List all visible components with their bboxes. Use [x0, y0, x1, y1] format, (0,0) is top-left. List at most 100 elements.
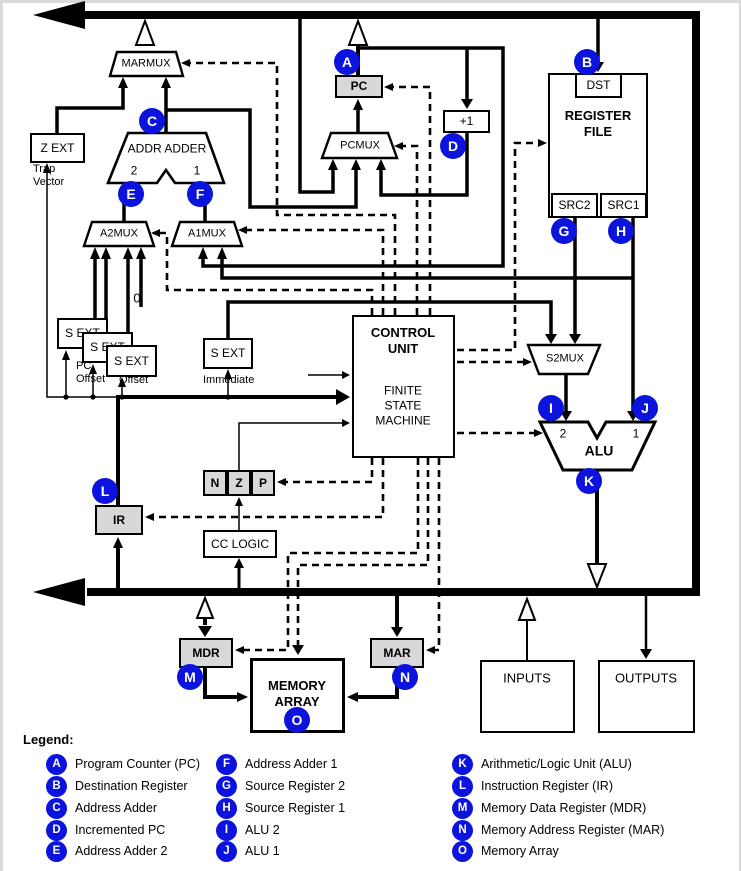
legend-text: Memory Data Register (MDR): [481, 801, 647, 815]
badge-b-dst: B: [574, 49, 600, 75]
badge-g-src2: G: [551, 218, 577, 244]
legend-badge: J: [216, 840, 237, 862]
legend-badge: M: [452, 797, 473, 819]
legend-item: B Destination Register: [46, 775, 188, 797]
legend-text: Source Register 1: [245, 801, 346, 815]
legend-item: M Memory Data Register (MDR): [452, 797, 646, 819]
badge-i-alu2: I: [538, 395, 564, 421]
memory-array-label: MEMORY ARRAY: [267, 678, 327, 709]
legend-badge: F: [216, 753, 237, 775]
a1mux-label: A1MUX: [188, 227, 226, 240]
legend-text: Memory Array: [481, 844, 559, 858]
legend-text: Address Adder: [75, 801, 157, 815]
n-flag-box: N: [203, 470, 227, 496]
pc-register-box: PC: [335, 75, 383, 98]
inputs-box: [480, 660, 575, 733]
marmux-label: MARMUX: [121, 57, 171, 70]
badge-c-addr-adder: C: [139, 108, 165, 134]
badge-h-src1: H: [608, 218, 634, 244]
page-edge-right: [739, 0, 741, 871]
alu-input1-label: 1: [632, 426, 640, 441]
badge-k-alu: K: [576, 468, 602, 494]
mar-register-box: MAR: [370, 638, 424, 668]
a2mux-label: A2MUX: [100, 227, 138, 240]
addr-adder-input1-label: 1: [193, 163, 201, 178]
legend-badge: G: [216, 775, 237, 797]
badge-m-mdr: M: [177, 664, 203, 690]
arrowheads: [43, 59, 652, 702]
legend-text: Address Adder 1: [245, 757, 338, 771]
legend-text: Instruction Register (IR): [481, 779, 613, 793]
plus1-label: +1: [459, 114, 474, 128]
inputs-label: INPUTS: [503, 670, 551, 686]
legend-text: Address Adder 2: [75, 844, 168, 858]
legend-item: J ALU 1: [216, 840, 280, 862]
outputs-label: OUTPUTS: [614, 670, 678, 686]
p-label: P: [258, 475, 267, 490]
alu-input2-label: 2: [559, 426, 567, 441]
incrementer-box: +1: [443, 110, 490, 133]
zext-box: Z EXT: [30, 133, 85, 163]
dst-label: DST: [586, 78, 611, 92]
z-flag-box: Z: [227, 470, 251, 496]
alu-shape: [537, 420, 658, 472]
pcmux-label: PCMUX: [340, 139, 380, 152]
system-bus: [85, 11, 700, 596]
n-label: N: [210, 475, 220, 490]
hollow-arrowheads: [134, 18, 608, 621]
src1-port-box: SRC1: [600, 193, 647, 218]
src1-label: SRC1: [607, 198, 640, 212]
immediate-label: Immediate: [203, 374, 255, 386]
sext-label: S EXT: [210, 346, 246, 360]
legend-badge: N: [452, 819, 473, 841]
pc-offset-label: PC Offset: [76, 360, 106, 385]
offset-label: Offset: [119, 374, 149, 386]
legend-text: Memory Address Register (MAR): [481, 823, 665, 837]
mar-label: MAR: [383, 645, 411, 660]
control-wires: [153, 61, 539, 652]
legend-badge: B: [46, 775, 67, 797]
legend-text: Incremented PC: [75, 823, 166, 837]
src2-port-box: SRC2: [551, 193, 598, 218]
z-label: Z: [235, 475, 243, 490]
pcmux-shape: [320, 131, 399, 160]
addr-adder-label: ADDR ADDER: [127, 141, 207, 156]
alu-label: ALU: [584, 442, 614, 459]
badge-l-ir: L: [92, 478, 118, 504]
junction-dots: [63, 394, 231, 400]
legend-item: F Address Adder 1: [216, 753, 337, 775]
badge-n-mar: N: [392, 664, 418, 690]
legend-text: ALU 1: [245, 844, 280, 858]
s2mux-label: S2MUX: [546, 352, 584, 365]
src2-label: SRC2: [558, 198, 591, 212]
legend-text: Destination Register: [75, 779, 188, 793]
badge-o-memory: O: [284, 707, 310, 733]
addr-adder-shape: [106, 131, 226, 185]
control-unit-box: [352, 315, 455, 458]
zext-label: Z EXT: [40, 140, 75, 155]
data-wires: [55, 19, 648, 699]
legend-item: C Address Adder: [46, 797, 157, 819]
bus-arrowheads: [33, 1, 85, 606]
legend-text: Program Counter (PC): [75, 757, 201, 771]
legend-badge: C: [46, 797, 67, 819]
fsm-label: FINITE STATE MACHINE: [375, 383, 431, 428]
mdr-register-box: MDR: [179, 638, 233, 668]
badge-f-addr-adder1: F: [187, 181, 213, 207]
badge-d-incremented-pc: D: [440, 133, 466, 159]
legend-text: Arithmetic/Logic Unit (ALU): [481, 757, 632, 771]
sext-imm-box: S EXT: [203, 338, 253, 369]
s2mux-shape: [526, 343, 602, 376]
legend-text: Source Register 2: [245, 779, 346, 793]
legend-badge: H: [216, 797, 237, 819]
sext-offset6-box: S EXT: [106, 345, 157, 377]
cc-logic-label: CC LOGIC: [210, 536, 269, 551]
